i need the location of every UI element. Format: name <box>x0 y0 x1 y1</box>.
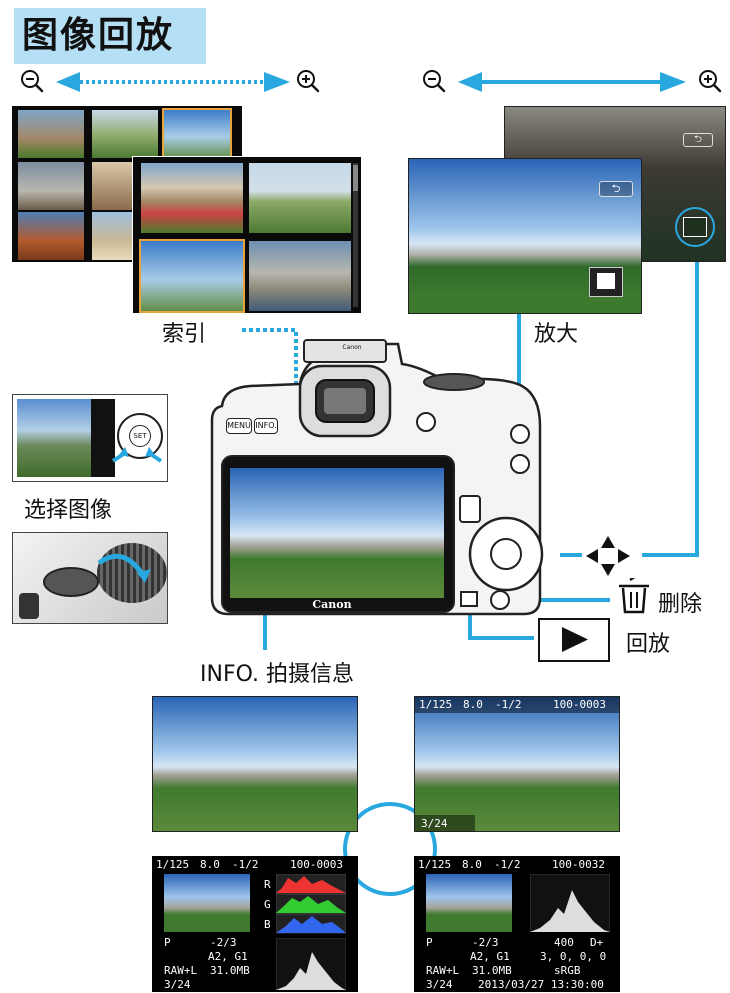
zoom-out-icon <box>422 69 446 93</box>
image-quality: RAW+L <box>164 964 198 977</box>
trash-icon <box>619 578 649 614</box>
camera-brand: Canon <box>312 598 352 611</box>
color-space: sRGB <box>554 964 581 977</box>
file-size: 31.0MB <box>472 964 512 977</box>
info-screen-rgb: 1/125 8.0 -1/2 100-0003 R G B P -2/3 A2,… <box>152 856 358 992</box>
select-image-label: 选择图像 <box>24 498 113 523</box>
select-dial-illustration: SET <box>12 394 168 482</box>
image-counter: 3/24 <box>426 978 453 991</box>
lcd-screen <box>230 468 444 598</box>
iso: 400 <box>554 936 574 949</box>
playback-label: 回放 <box>626 632 671 657</box>
picture-style: 3, 0, 0, 0 <box>540 950 607 963</box>
rgb-histogram <box>276 874 346 934</box>
zoom-in-icon <box>698 69 722 93</box>
flash-comp: -2/3 <box>472 936 499 949</box>
image-counter: 3/24 <box>421 817 448 830</box>
back-icon: ⮌ <box>683 133 713 147</box>
menu-button[interactable]: MENU <box>226 418 252 434</box>
file-number: 100-0003 <box>553 698 606 711</box>
flash-comp: -2/3 <box>210 936 237 949</box>
main-dial-illustration <box>12 532 168 624</box>
index-4-view <box>132 156 362 314</box>
highlight-priority: D+ <box>590 936 604 949</box>
image-counter: 3/24 <box>164 978 191 991</box>
info-screen-simple: 1/125 8.0 -1/2 100-0003 3/24 <box>414 696 620 832</box>
exposure-comp: -1/2 <box>494 858 521 871</box>
image-quality: RAW+L <box>426 964 460 977</box>
back-icon: ⮌ <box>599 181 633 197</box>
page-title: 图像回放 <box>14 8 206 64</box>
info-screen-basic <box>152 696 358 832</box>
index-label: 索引 <box>162 322 207 347</box>
channel-g: G <box>264 898 271 911</box>
date-time: 2013/03/27 13:30:00 <box>478 978 604 991</box>
channel-b: B <box>264 918 271 931</box>
file-size: 31.0MB <box>210 964 250 977</box>
file-number: 100-0003 <box>290 858 343 871</box>
aperture: 8.0 <box>463 698 483 711</box>
wb-shift: A2, G1 <box>208 950 248 963</box>
aperture: 8.0 <box>462 858 482 871</box>
zoom-arrows <box>20 69 722 93</box>
info-screen-brightness: 1/125 8.0 -1/2 100-0032 P -2/3 400 D+ A2… <box>414 856 620 992</box>
cross-keys-icon <box>586 536 630 576</box>
zoom-out-icon <box>20 69 44 93</box>
exposure-comp: -1/2 <box>232 858 259 871</box>
magnify-view: ⮌ <box>408 158 642 314</box>
shooting-mode: P <box>426 936 433 949</box>
shutter-speed: 1/125 <box>419 698 453 711</box>
info-label: INFO. 拍摄信息 <box>200 662 355 687</box>
file-number: 100-0032 <box>552 858 605 871</box>
camera-body: MENU INFO. Canon Canon <box>204 336 548 618</box>
channel-r: R <box>264 878 271 891</box>
brightness-histogram <box>276 938 346 990</box>
exposure-comp: -1/2 <box>495 698 522 711</box>
shutter-speed: 1/125 <box>156 858 190 871</box>
aperture: 8.0 <box>200 858 220 871</box>
playback-icon <box>538 618 610 662</box>
erase-label: 删除 <box>658 592 703 617</box>
shooting-mode: P <box>164 936 171 949</box>
brightness-histogram <box>530 874 610 932</box>
wb-shift: A2, G1 <box>470 950 510 963</box>
magnify-label: 放大 <box>534 322 579 347</box>
zoom-in-icon <box>296 69 320 93</box>
info-button[interactable]: INFO. <box>254 418 278 434</box>
shutter-speed: 1/125 <box>418 858 452 871</box>
